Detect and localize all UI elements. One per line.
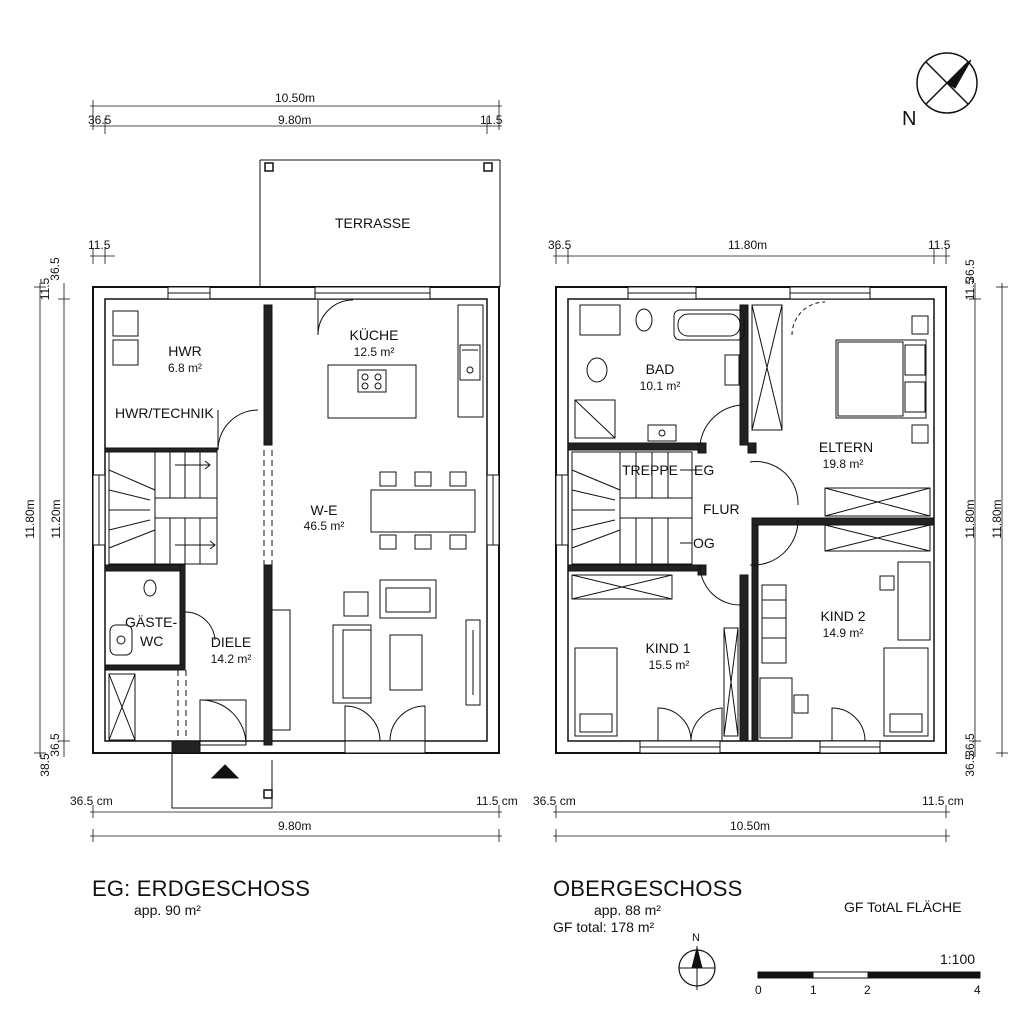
kind1-area: 15.5 m²: [648, 658, 690, 672]
ground-floor-walls: [92, 286, 500, 754]
gf-total-label: GF total: 178 m²: [553, 919, 655, 935]
treppe-eg-label: EG: [694, 462, 715, 478]
uf-dim-right-total: 11.80m: [990, 499, 1004, 539]
dimension-lines: [34, 100, 1008, 842]
kind1-label: KIND 1: [645, 640, 691, 656]
scale-tick-4: 4: [974, 983, 981, 997]
diele-label: DIELE: [210, 634, 252, 650]
uf-dim-top-right: 11.5: [928, 238, 951, 252]
hwr-technik-label: HWR/TECHNIK: [115, 405, 214, 421]
upper-floor-walls: [555, 286, 947, 754]
treppe-label: TREPPE: [622, 462, 679, 478]
ground-floor-stairs: [108, 451, 218, 565]
kueche-area: 12.5 m²: [353, 345, 395, 359]
we-area: 46.5 m²: [303, 519, 345, 533]
upper-floor-stairs: [571, 451, 698, 565]
uf-dim-bottom-left: 36.5 cm: [533, 794, 576, 808]
compass-icon: [916, 52, 978, 114]
gf-dim-top-total: 10.50m: [275, 91, 316, 105]
uf-dim-bottom-right: 11.5 cm: [922, 794, 964, 808]
terrace-label: TERRASSE: [335, 215, 411, 231]
ground-floor-area: app. 90 m²: [134, 902, 201, 918]
gf-total-flaeche-label: GF TotAL FLÄCHE: [844, 899, 962, 915]
gf-dim-top-left-small: 11.5: [88, 238, 111, 252]
gf-dim-top-right: 11.5: [480, 113, 503, 127]
eltern-label: ELTERN: [818, 439, 874, 455]
uf-dim-right-top-b: 36.5: [963, 259, 977, 283]
upper-floor-area: app. 88 m²: [594, 902, 661, 918]
gf-dim-left-bottom-b: 38.5: [38, 753, 52, 777]
eltern-area: 19.8 m²: [822, 457, 864, 471]
uf-dim-top-left: 36.5: [548, 238, 572, 252]
treppe-og-label: OG: [693, 535, 715, 551]
gf-dim-top-inner: 9.80m: [278, 113, 312, 127]
gf-dim-bottom-total: 9.80m: [278, 819, 312, 833]
ground-floor-title: EG: ERDGESCHOSS: [92, 876, 311, 901]
gaeste-wc-label-2: WC: [140, 633, 164, 649]
uf-dim-top-total: 11.80m: [728, 238, 768, 252]
uf-dim-bottom-total: 10.50m: [730, 819, 771, 833]
gf-dim-left-inner: 11.20m: [49, 499, 63, 539]
we-label: W-E: [310, 502, 338, 518]
gf-dim-left-total: 11.80m: [23, 499, 37, 539]
scale-tick-0: 0: [755, 983, 762, 997]
north-label: N: [902, 108, 917, 130]
north-arrow-icon: [678, 946, 716, 990]
gf-dim-bottom-left: 36.5 cm: [70, 794, 113, 808]
north-small-label: N: [692, 932, 700, 944]
terrace-outline: [259, 159, 501, 287]
upper-floor-title: OBERGESCHOSS: [553, 876, 743, 901]
flur-label: FLUR: [703, 501, 740, 517]
gf-dim-top-left: 36.5: [88, 113, 112, 127]
hwr-area: 6.8 m²: [167, 361, 202, 375]
gf-dim-left-top-b: 36.5: [48, 257, 62, 281]
diele-area: 14.2 m²: [210, 652, 252, 666]
uf-dim-right-bottom-b: 36.5: [963, 753, 977, 777]
scale-tick-1: 1: [810, 983, 817, 997]
bad-area: 10.1 m²: [639, 379, 681, 393]
scale-bar: [757, 971, 981, 979]
kind2-label: KIND 2: [820, 608, 866, 624]
gaeste-wc-label-1: GÄSTE-: [125, 614, 178, 630]
uf-dim-right-inner: 11.80m: [963, 499, 977, 539]
kueche-label: KÜCHE: [349, 327, 399, 343]
kind2-area: 14.9 m²: [822, 626, 864, 640]
gf-dim-bottom-right: 11.5 cm: [476, 794, 518, 808]
scale-tick-2: 2: [864, 983, 871, 997]
hwr-label: HWR: [168, 343, 202, 359]
scale-label: 1:100: [940, 951, 976, 967]
bad-label: BAD: [645, 361, 675, 377]
